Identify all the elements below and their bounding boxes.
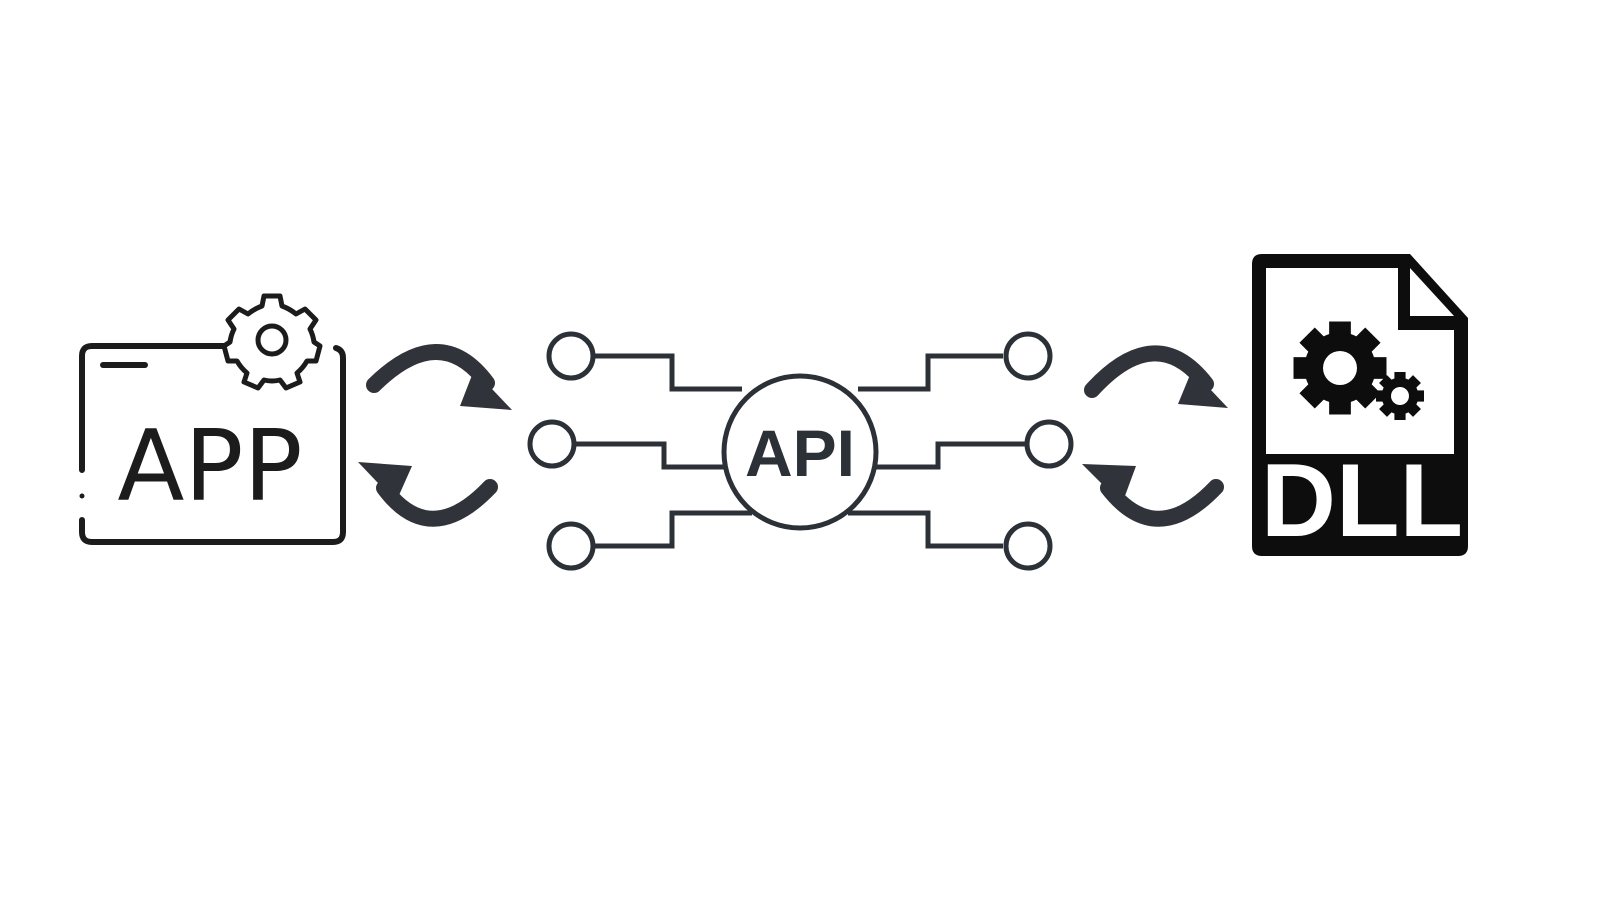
- node-left-bottom: [546, 521, 596, 571]
- node-left-top: [546, 331, 596, 381]
- arrow-to-dll-icon: [1084, 345, 1214, 398]
- dll-gear-large-hole: [1323, 351, 1357, 385]
- api-hub: [721, 373, 879, 531]
- api-dll-exchange-arrows: [1082, 345, 1228, 527]
- dll-file-icon: DLL: [1252, 254, 1468, 559]
- trace-right-top: [858, 353, 1003, 392]
- arrow-to-app-head-icon: [358, 462, 412, 502]
- trace-left-middle: [575, 441, 730, 470]
- app-icon: APP: [79, 293, 346, 545]
- arrow-to-dll-head-icon: [1178, 370, 1228, 408]
- app-api-exchange-arrows: [358, 344, 512, 527]
- node-right-bottom: [1003, 521, 1053, 571]
- node-right-top: [1003, 331, 1053, 381]
- app-window-dot: [79, 493, 85, 499]
- arrow-to-api-icon: [366, 344, 495, 393]
- dll-gear-small-hole: [1391, 387, 1409, 405]
- api-label: API: [745, 416, 855, 490]
- dll-label: DLL: [1261, 443, 1463, 559]
- node-left-middle: [527, 419, 577, 469]
- trace-right-bottom: [848, 510, 1003, 549]
- arrow-to-api-head-icon: [460, 370, 512, 410]
- api-circuit-icon: [527, 331, 1074, 571]
- node-right-middle: [1024, 419, 1074, 469]
- app-gear-icon: [221, 293, 323, 391]
- app-window-frame: [79, 343, 346, 545]
- trace-right-middle: [872, 441, 1026, 470]
- dll-file-fold: [1410, 268, 1454, 316]
- app-label: APP: [117, 410, 302, 524]
- arrow-to-api-return-head-icon: [1082, 464, 1136, 504]
- trace-left-top: [594, 353, 742, 392]
- trace-left-bottom: [594, 510, 752, 549]
